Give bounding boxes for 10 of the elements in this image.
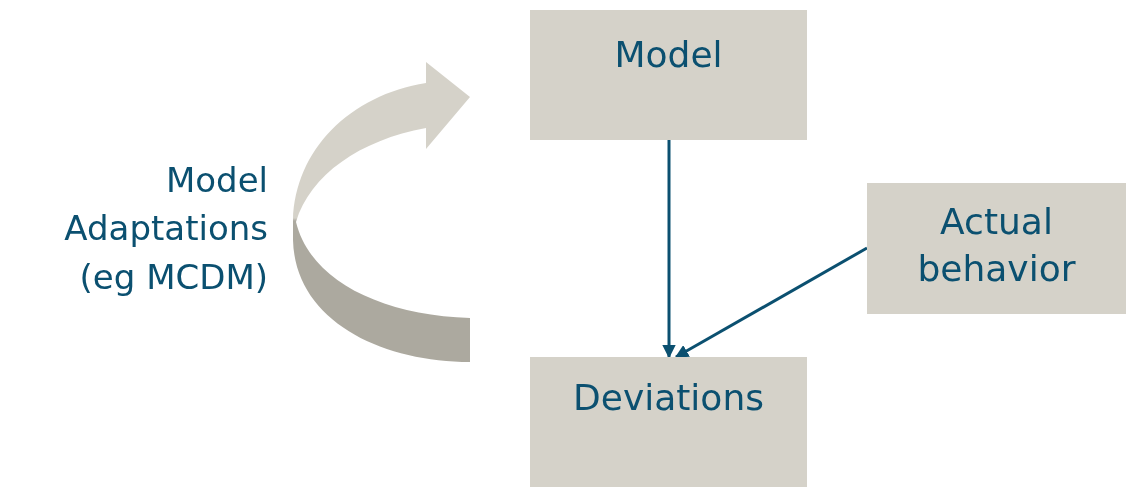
arrow: [674, 246, 868, 359]
box-label: Deviations: [573, 376, 764, 420]
process-box: [530, 10, 807, 140]
process-box: [530, 357, 807, 487]
box-label: Model: [614, 33, 723, 77]
box-label: Actual behavior: [916, 200, 1077, 291]
edge-label: Model Adaptations (eg MCDM): [63, 159, 268, 299]
arrow: [662, 140, 676, 359]
process-box: [867, 183, 1126, 314]
curved-arrow: [293, 62, 470, 362]
